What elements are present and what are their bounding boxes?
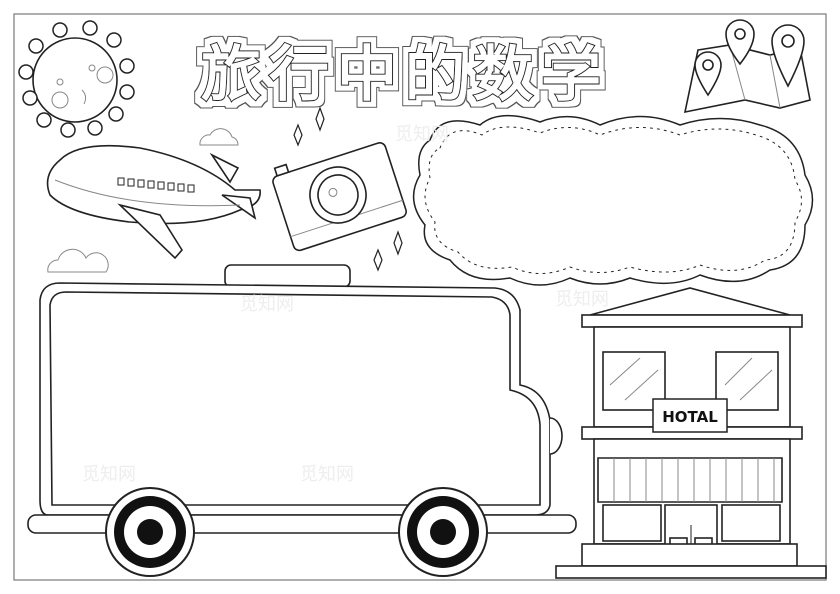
camera-icon bbox=[272, 142, 407, 252]
cloud-icon bbox=[47, 248, 109, 273]
wheel-icon bbox=[105, 487, 195, 577]
svg-text:觅知网: 觅知网 bbox=[240, 294, 294, 315]
map-pin-icon bbox=[683, 19, 811, 114]
hotel-sign: HOTAL bbox=[652, 398, 728, 433]
svg-text:觅知网: 觅知网 bbox=[82, 464, 136, 485]
cloud-text-frame[interactable] bbox=[412, 114, 814, 286]
svg-text:觅知网: 觅知网 bbox=[300, 464, 354, 485]
hotel-sign-text: HOTAL bbox=[662, 408, 718, 426]
sun-icon bbox=[18, 20, 135, 138]
wheel-icon bbox=[398, 487, 488, 577]
svg-text:觅知网: 觅知网 bbox=[395, 124, 449, 145]
airplane-icon bbox=[46, 144, 261, 260]
page-title: 旅行中的数学 bbox=[201, 40, 609, 110]
hotel-icon bbox=[555, 287, 827, 579]
sparkle-icon bbox=[293, 106, 403, 272]
svg-text:觅知网: 觅知网 bbox=[555, 289, 609, 310]
cloud-icon bbox=[199, 128, 239, 146]
bus-icon bbox=[27, 264, 577, 577]
watermark: 觅知网 觅知网 觅知网 觅知网 觅知网 bbox=[82, 124, 609, 485]
